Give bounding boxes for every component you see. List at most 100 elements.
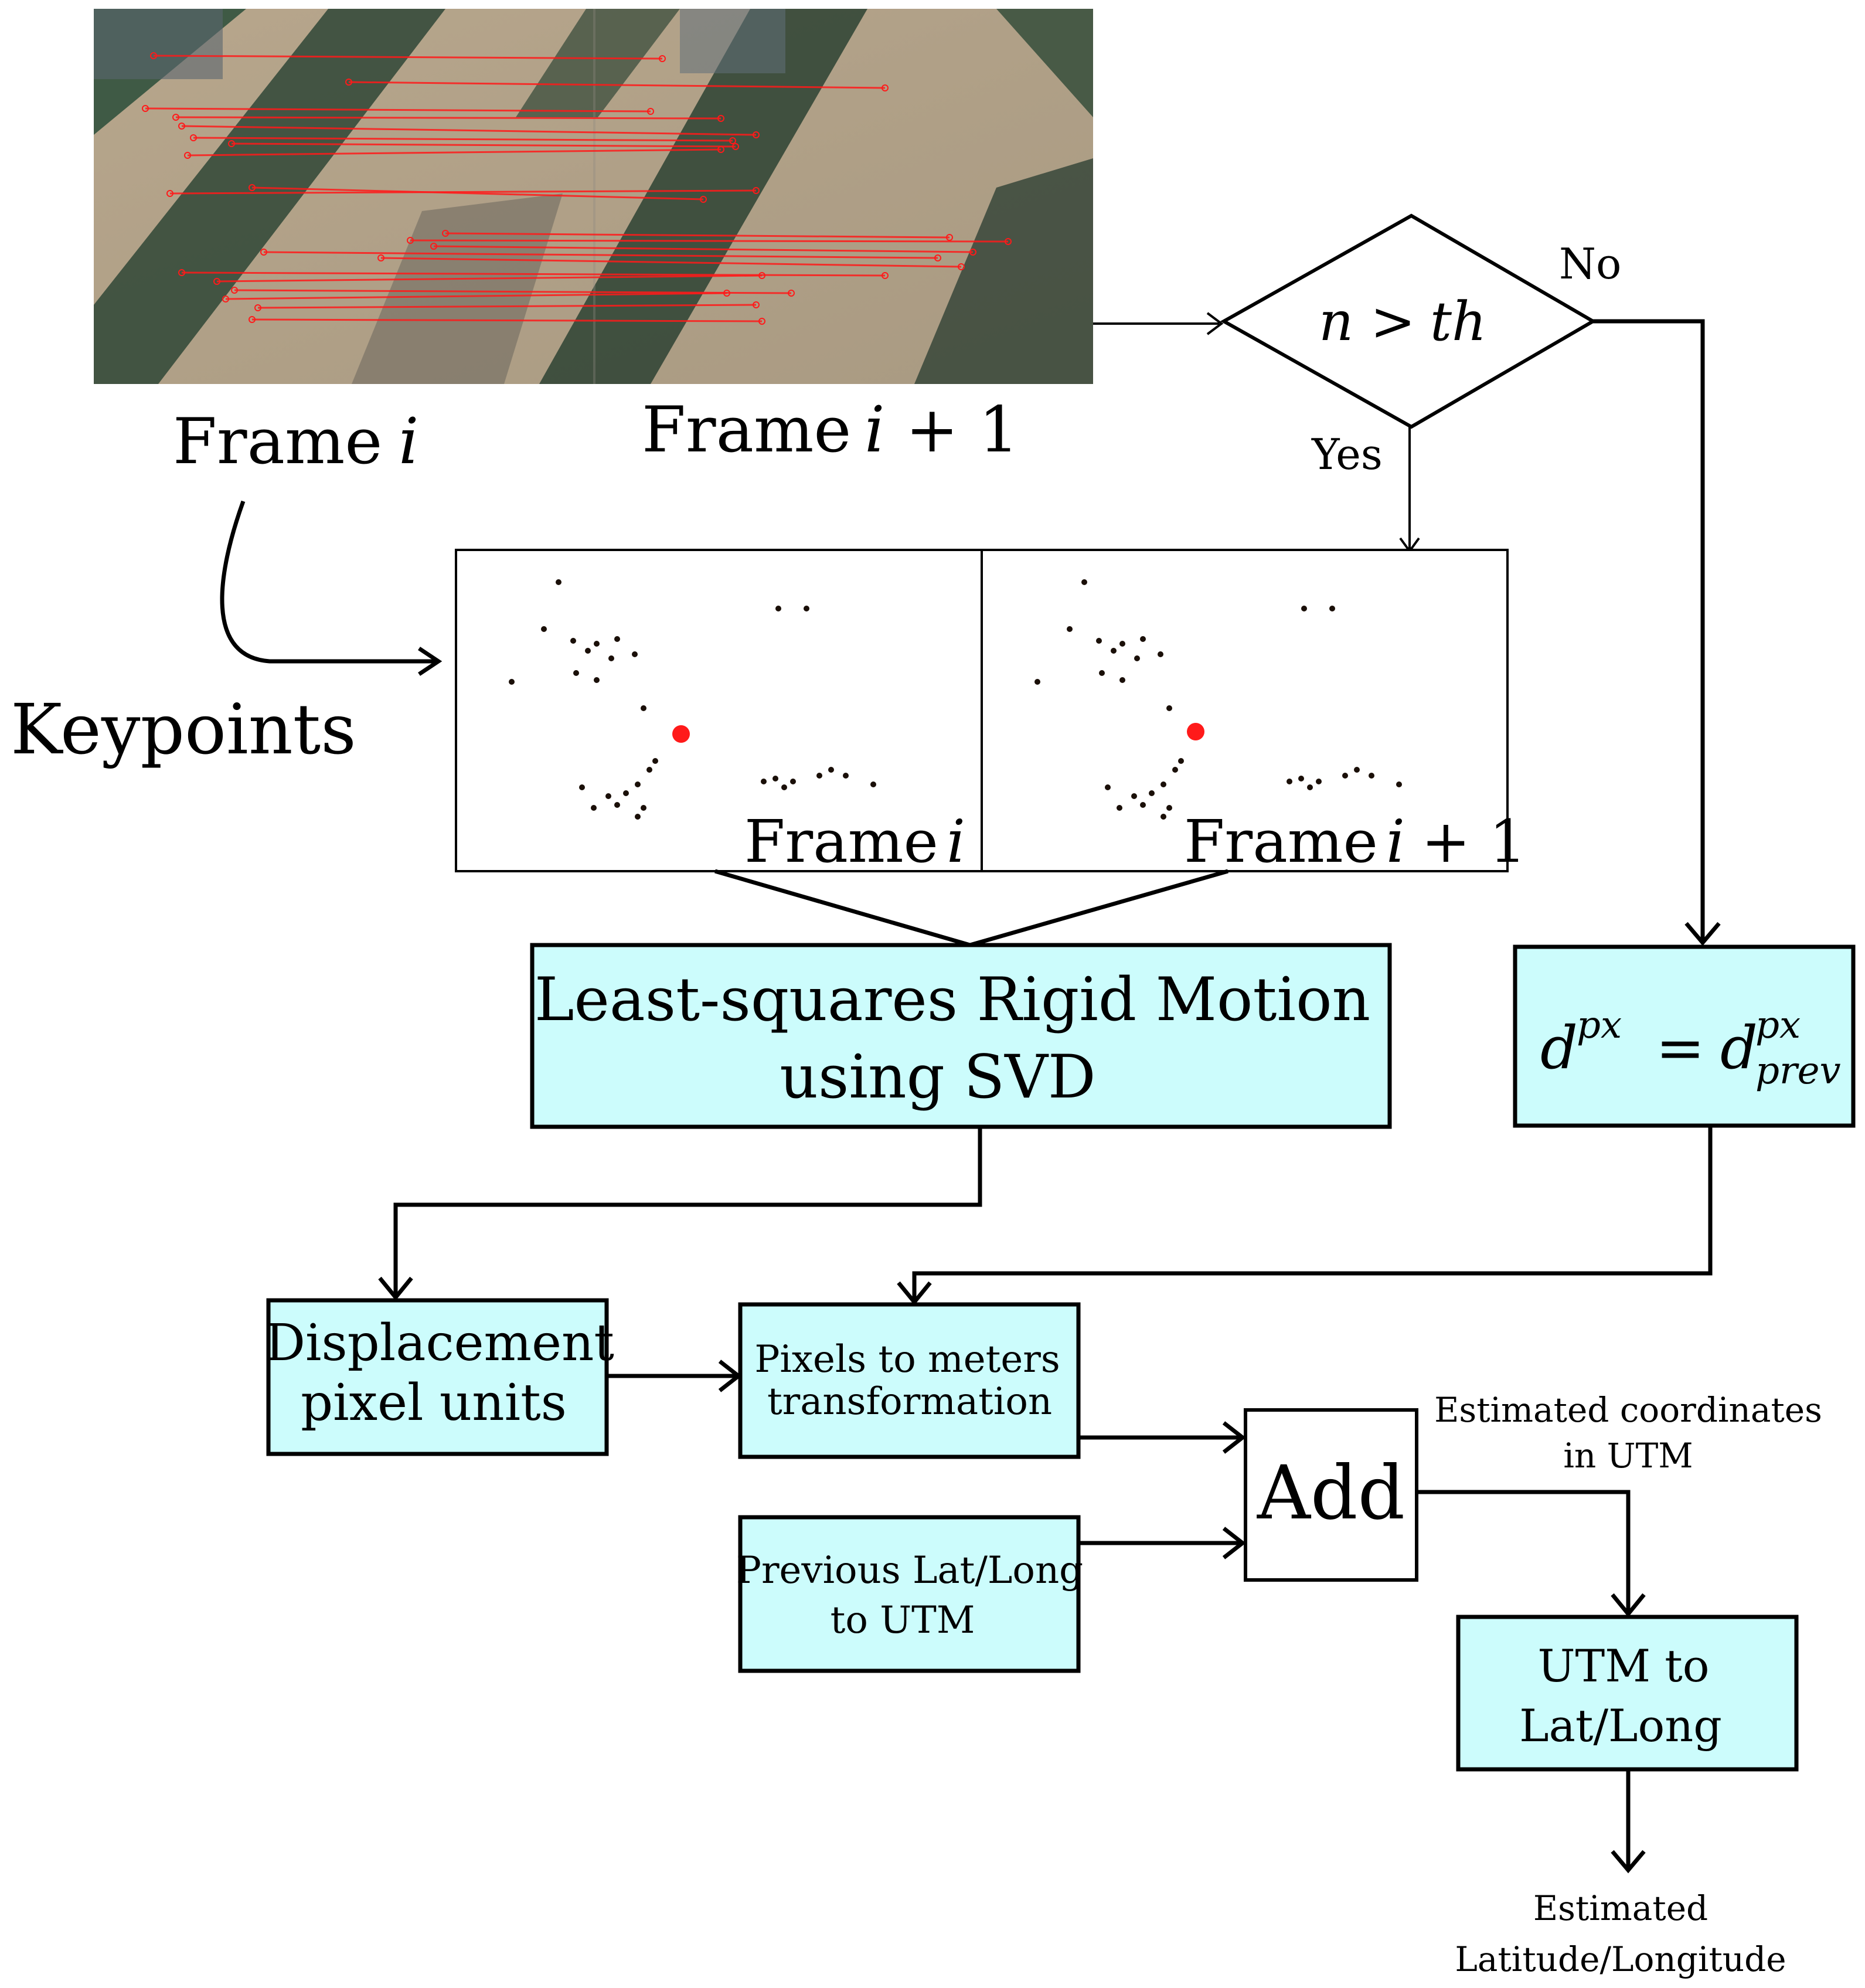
- centroid-keypoint: [672, 725, 690, 743]
- output-line1: Estimated: [1533, 1888, 1708, 1928]
- svg-text:prev: prev: [1755, 1049, 1841, 1093]
- match-line: [193, 137, 733, 142]
- keypoint-dot: [1140, 636, 1146, 642]
- match-point: [249, 316, 256, 323]
- add-label: Add: [1257, 1450, 1405, 1536]
- match-point: [753, 187, 760, 194]
- keypoint-dot: [1172, 767, 1178, 773]
- keypoint-dot: [591, 805, 597, 811]
- pixels-line2: transformation: [767, 1380, 1052, 1423]
- svg-text:>: >: [1370, 290, 1415, 353]
- match-point: [717, 115, 724, 122]
- svg-text:Frame: Frame: [173, 405, 382, 478]
- keypoint-dot: [623, 790, 629, 796]
- match-point: [753, 131, 760, 138]
- match-point: [260, 249, 267, 256]
- keypoint-dot: [1354, 767, 1360, 773]
- keypoint-dot: [1301, 606, 1307, 611]
- match-point: [190, 134, 197, 141]
- match-point: [407, 237, 414, 244]
- match-point: [758, 318, 765, 325]
- match-point: [142, 105, 149, 112]
- match-line: [410, 239, 1009, 243]
- match-point: [228, 140, 235, 147]
- match-point: [377, 254, 384, 261]
- match-line: [231, 142, 736, 148]
- match-point: [969, 249, 976, 256]
- keypoint-dot: [1160, 814, 1166, 820]
- keypoint-dot: [761, 779, 767, 784]
- keypoint-dot: [1117, 805, 1122, 811]
- keypoint-dot: [579, 784, 585, 790]
- add-box: [1244, 1408, 1418, 1582]
- match-line: [181, 271, 886, 277]
- arrow-displacement-to-pixels: [607, 1360, 742, 1392]
- keypoints-frame-next-dots: [1034, 579, 1402, 820]
- match-line: [263, 251, 938, 259]
- utm-line1: UTM to: [1537, 1640, 1709, 1692]
- match-line: [433, 245, 974, 253]
- keypoint-dot: [570, 638, 576, 644]
- keypoint-dot: [608, 655, 614, 661]
- svg-text:n: n: [1319, 290, 1353, 353]
- keypoint-dot: [1111, 648, 1117, 654]
- match-point: [958, 263, 965, 270]
- match-point: [442, 230, 449, 237]
- match-point: [753, 301, 760, 308]
- keypoint-dot: [772, 776, 778, 781]
- keypoints-frame-next-label: Frame i + 1: [1184, 807, 1526, 876]
- keypoint-dot: [1316, 779, 1322, 784]
- match-line: [216, 274, 763, 283]
- previous-line2: to UTM: [831, 1599, 975, 1642]
- keypoint-dot: [1178, 758, 1184, 764]
- svg-text:th: th: [1430, 290, 1486, 353]
- dprev-equation: d px = d px prev: [1540, 1004, 1841, 1093]
- keypoint-dot: [1307, 784, 1313, 790]
- svg-text:+ 1: + 1: [1421, 807, 1526, 876]
- svd-line2: using SVD: [780, 1042, 1095, 1112]
- keypoint-dot: [1287, 779, 1292, 784]
- svg-text:d: d: [1540, 1014, 1578, 1082]
- displacement-box: [266, 1298, 609, 1456]
- match-point: [222, 295, 229, 303]
- svg-text:i: i: [399, 405, 419, 478]
- photo-frame-i-label: Frame i: [173, 405, 419, 478]
- keypoint-dot: [541, 626, 547, 632]
- match-point: [723, 290, 730, 297]
- match-point: [184, 152, 191, 159]
- match-line: [175, 116, 722, 120]
- match-point: [758, 272, 765, 279]
- displacement-line1: Displacement: [265, 1314, 614, 1372]
- svd-box: [530, 943, 1392, 1129]
- utm-to-latlong-box: [1456, 1615, 1799, 1772]
- keypoint-dot: [1149, 790, 1155, 796]
- keypoint-dot: [816, 773, 822, 779]
- keypoint-dot: [605, 793, 611, 799]
- match-point: [1005, 238, 1012, 245]
- svg-text:px: px: [1577, 1004, 1622, 1047]
- match-point: [172, 114, 179, 121]
- keypoint-dot: [1166, 805, 1172, 811]
- decision-condition: n > th: [1319, 290, 1486, 353]
- svg-text:i: i: [1386, 807, 1405, 876]
- pixels-box: [738, 1302, 1081, 1459]
- utm-line2: Lat/Long: [1519, 1700, 1722, 1752]
- keypoint-dot: [1131, 793, 1137, 799]
- keypoints-frame-next-panel: [981, 549, 1509, 872]
- keypoint-dot: [781, 784, 787, 790]
- keypoint-dot: [1096, 638, 1102, 644]
- keypoint-dot: [828, 767, 834, 773]
- match-point: [788, 290, 795, 297]
- arrow-dprev-to-pixels: [897, 1126, 1713, 1306]
- svg-text:Frame: Frame: [744, 807, 938, 876]
- match-point: [231, 287, 238, 294]
- match-point: [729, 137, 736, 144]
- keypoint-dot: [1166, 705, 1172, 711]
- match-point: [700, 196, 707, 203]
- aerial-photo-pair: [94, 9, 1093, 384]
- keypoint-dot: [1329, 606, 1335, 611]
- previous-line1: Previous Lat/Long: [736, 1549, 1083, 1592]
- keypoint-dot: [1105, 784, 1111, 790]
- match-point: [213, 278, 220, 285]
